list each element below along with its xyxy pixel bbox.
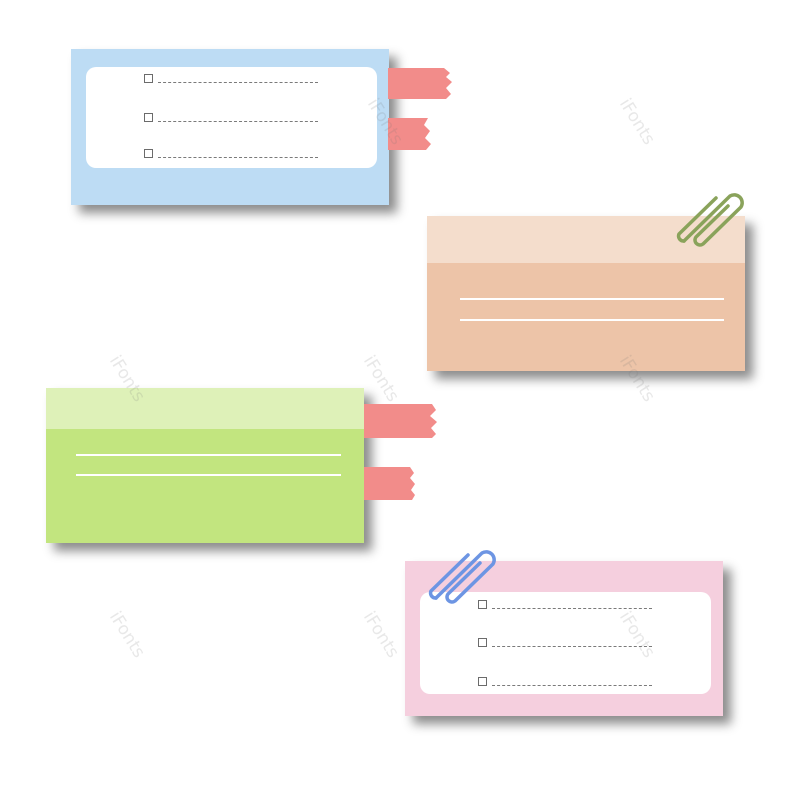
paperclip-icon bbox=[428, 550, 496, 604]
card-header-band bbox=[46, 388, 364, 429]
checkbox-icon[interactable] bbox=[478, 638, 487, 647]
washi-tape-icon bbox=[388, 118, 431, 150]
watermark-text: iFonts bbox=[359, 352, 403, 406]
watermark-text: iFonts bbox=[615, 95, 659, 149]
washi-tape-icon bbox=[388, 68, 452, 99]
checkbox-icon[interactable] bbox=[478, 600, 487, 609]
washi-tape-icon bbox=[364, 404, 437, 438]
dashed-line bbox=[158, 157, 318, 158]
dashed-line bbox=[158, 82, 318, 83]
dashed-line bbox=[492, 646, 652, 647]
card-header-band bbox=[427, 216, 745, 263]
writing-line bbox=[76, 474, 341, 476]
washi-tape-icon bbox=[364, 467, 415, 500]
writing-line bbox=[460, 298, 724, 300]
dashed-line bbox=[158, 121, 318, 122]
checkbox-icon[interactable] bbox=[144, 113, 153, 122]
writing-line bbox=[76, 454, 341, 456]
checkbox-icon[interactable] bbox=[144, 74, 153, 83]
pink-checklist-card bbox=[405, 561, 723, 716]
writing-line bbox=[460, 319, 724, 321]
paperclip-icon bbox=[676, 193, 744, 247]
watermark-text: iFonts bbox=[105, 608, 149, 662]
checklist-panel bbox=[420, 592, 711, 694]
green-note-card bbox=[46, 388, 364, 543]
watermark-text: iFonts bbox=[359, 608, 403, 662]
dashed-line bbox=[492, 608, 652, 609]
dashed-line bbox=[492, 685, 652, 686]
peach-note-card bbox=[427, 216, 745, 371]
checklist-panel bbox=[86, 67, 377, 168]
checkbox-icon[interactable] bbox=[478, 677, 487, 686]
checkbox-icon[interactable] bbox=[144, 149, 153, 158]
blue-checklist-card bbox=[71, 49, 389, 205]
